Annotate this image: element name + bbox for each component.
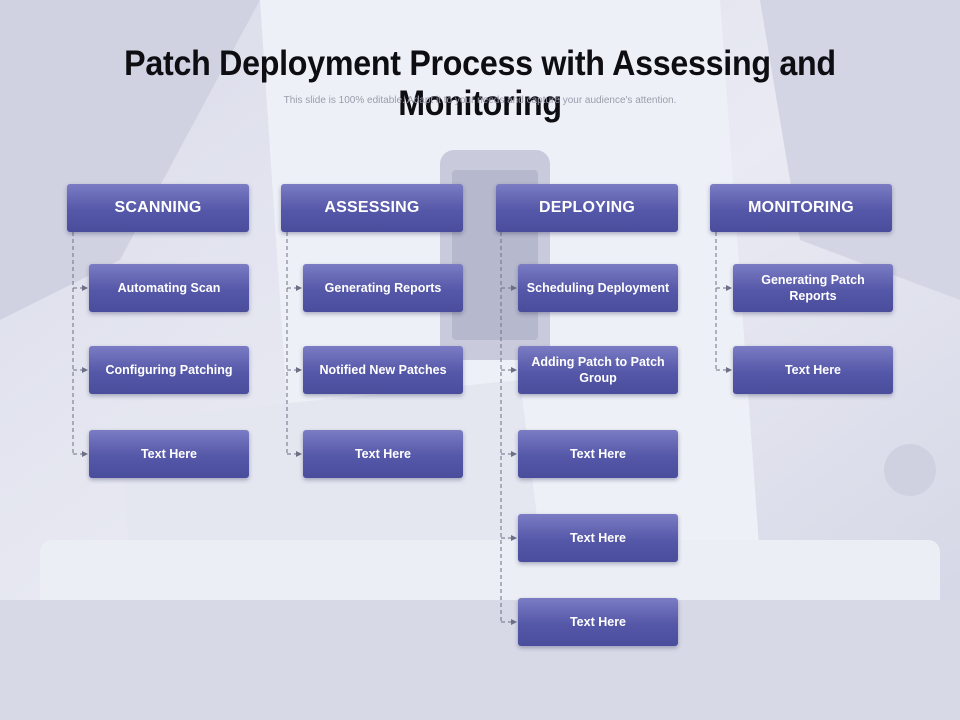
step-deploying-placeholder-2: Text Here [518, 514, 678, 562]
step-monitoring-placeholder: Text Here [733, 346, 893, 394]
header-assessing: ASSESSING [281, 184, 463, 232]
step-automating-scan: Automating Scan [89, 264, 249, 312]
step-scanning-placeholder: Text Here [89, 430, 249, 478]
step-generating-patch-reports: Generating Patch Reports [733, 264, 893, 312]
step-deploying-placeholder-1: Text Here [518, 430, 678, 478]
header-monitoring: MONITORING [710, 184, 892, 232]
step-configuring-patching: Configuring Patching [89, 346, 249, 394]
step-assessing-placeholder: Text Here [303, 430, 463, 478]
header-deploying: DEPLOYING [496, 184, 678, 232]
step-generating-reports: Generating Reports [303, 264, 463, 312]
page-title: Patch Deployment Process with Assessing … [124, 44, 836, 123]
page-subtitle: This slide is 100% editable. Adapt it to… [283, 95, 677, 106]
step-deploying-placeholder-3: Text Here [518, 598, 678, 646]
step-scheduling-deployment: Scheduling Deployment [518, 264, 678, 312]
step-notified-new-patches: Notified New Patches [303, 346, 463, 394]
header-scanning: SCANNING [67, 184, 249, 232]
step-adding-patch-to-group: Adding Patch to Patch Group [518, 346, 678, 394]
